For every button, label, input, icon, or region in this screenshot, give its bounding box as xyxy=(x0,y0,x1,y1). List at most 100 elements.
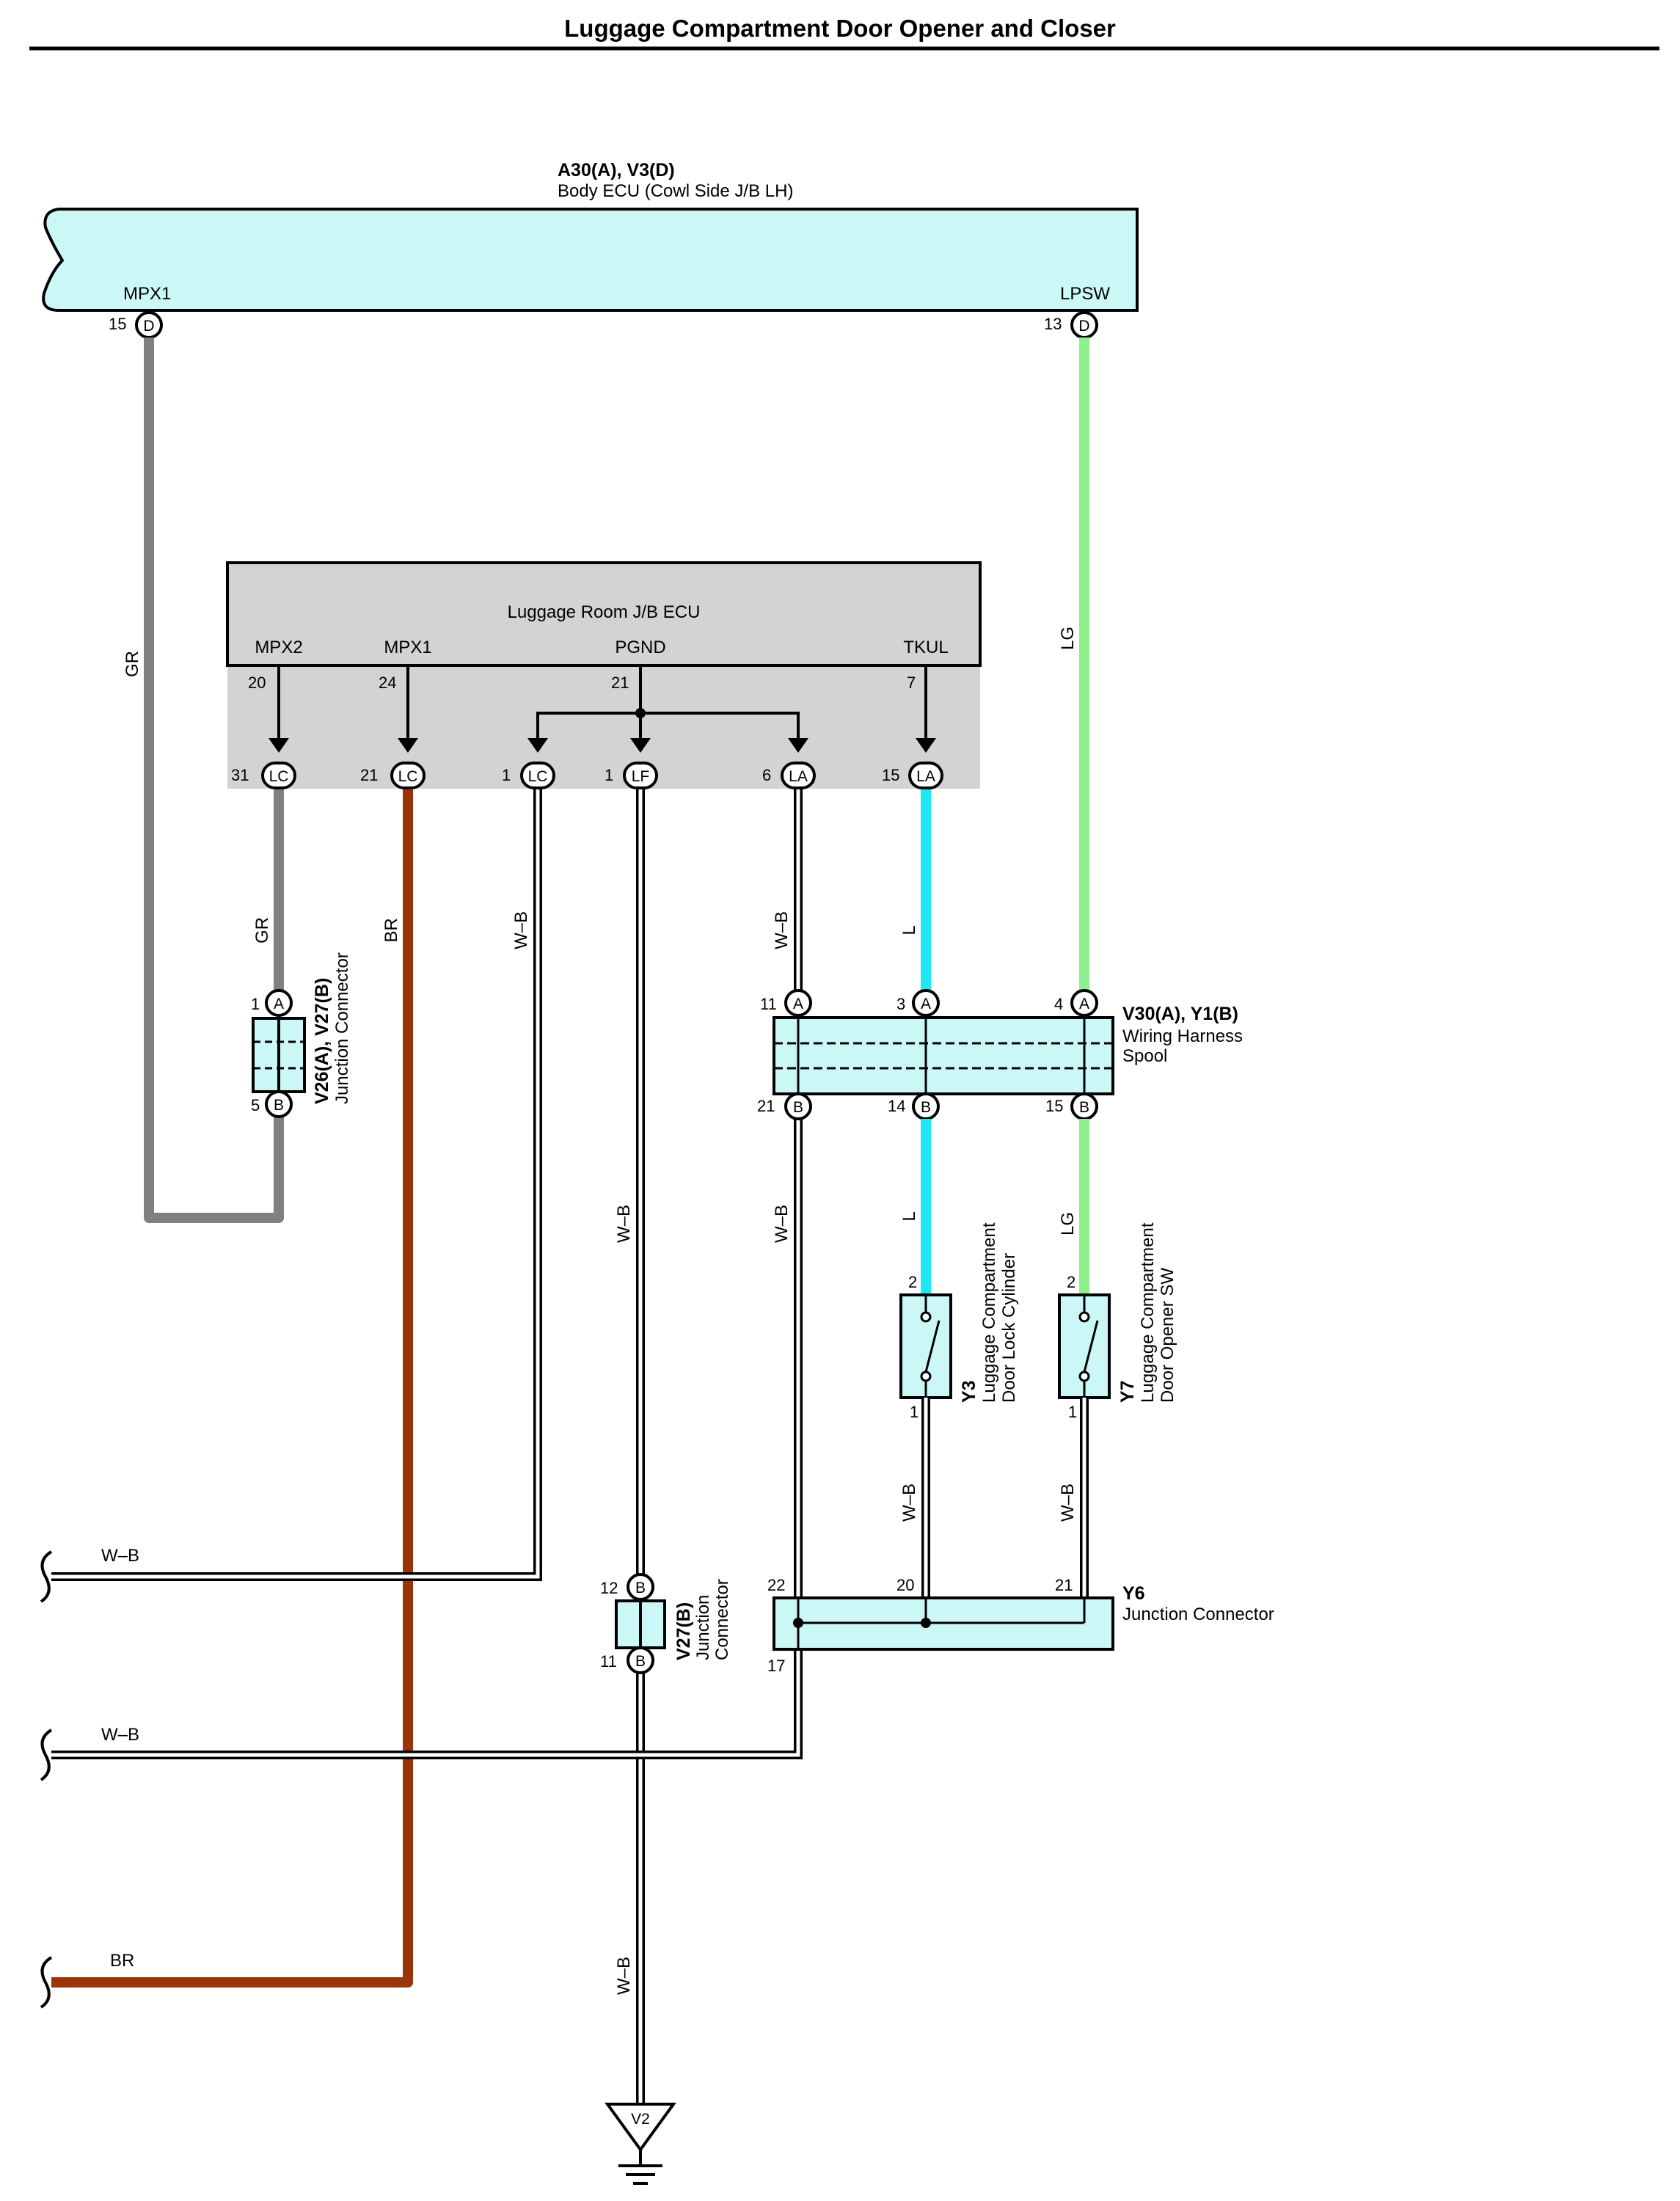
luggage-ecu-terminal-mpx2: MPX2 xyxy=(255,638,302,657)
body-ecu-name: Body ECU (Cowl Side J/B LH) xyxy=(558,181,793,201)
break-mark-wb-1 xyxy=(40,1550,53,1603)
spool-conn-b-3: B xyxy=(1079,1099,1089,1116)
spool-conn-a-1: A xyxy=(793,996,803,1012)
wire-label-wb-8: W–B xyxy=(899,1483,919,1522)
y6-dot-2 xyxy=(921,1618,931,1628)
luggage-ecu-pin-21: 21 xyxy=(611,674,629,692)
spool-conn-a-2: A xyxy=(921,996,931,1012)
y6-pin-20: 20 xyxy=(896,1576,914,1594)
v27-code: V27(B) xyxy=(673,1602,694,1660)
wire-label-wb-7: W–B xyxy=(101,1725,139,1745)
spool-internal xyxy=(774,1015,1113,1094)
y6-dot-1 xyxy=(793,1618,803,1628)
y3-switch-symbol xyxy=(920,1295,941,1398)
v26-connector-a-tag: A xyxy=(274,996,284,1012)
luggage-ecu-box xyxy=(226,561,982,667)
connector-lf-1 xyxy=(623,762,658,789)
la-pin-15: 15 xyxy=(882,766,899,784)
v26-connector-b-tag: B xyxy=(274,1097,284,1114)
connector-d-1-label: D xyxy=(143,318,154,335)
body-ecu-terminal-mpx1: MPX1 xyxy=(123,284,171,304)
v26-name: Junction Connector xyxy=(332,952,352,1104)
wire-label-wb-5: W–B xyxy=(772,911,792,949)
body-ecu-pin-13: 13 xyxy=(1044,315,1062,333)
spool-box xyxy=(773,1016,1114,1095)
y7-name-1: Luggage Compartment xyxy=(1138,1222,1158,1403)
wire-br-mpx1 xyxy=(51,789,413,1988)
wire-label-wb-6: W–B xyxy=(772,1205,792,1243)
body-ecu-code: A30(A), V3(D) xyxy=(558,160,675,180)
break-mark-wb-2 xyxy=(40,1729,53,1781)
spool-pin-15: 15 xyxy=(1045,1097,1063,1115)
y7-pin-2: 2 xyxy=(1067,1273,1075,1291)
spool-top-pins: 11 A 3 A 4 A xyxy=(760,989,1098,1017)
spool-pin-11: 11 xyxy=(760,995,777,1013)
luggage-ecu-pin-7: 7 xyxy=(907,674,916,692)
luggage-ecu-terminal-pgnd: PGND xyxy=(615,638,665,657)
wire-label-l-1: L xyxy=(899,925,919,935)
spool-conn-b-2: B xyxy=(921,1099,931,1116)
connector-lc-21-tag: LC xyxy=(398,768,418,785)
y7-switch-symbol xyxy=(1078,1295,1099,1398)
v27-pin-11: 11 xyxy=(600,1652,617,1671)
v27-connector-top-tag: B xyxy=(635,1580,646,1596)
wire-label-lg-2: LG xyxy=(1058,1212,1078,1235)
v27-connector-bottom xyxy=(627,1646,654,1674)
connector-lc-1-tag: LC xyxy=(528,768,548,785)
la-pin-6: 6 xyxy=(762,766,771,784)
y3-code: Y3 xyxy=(959,1380,979,1403)
spool-pin-4: 4 xyxy=(1054,995,1063,1013)
spool-conn-a-3: A xyxy=(1079,996,1089,1012)
y3-name-2: Door Lock Cylinder xyxy=(999,1253,1019,1403)
luggage-ecu-arrows xyxy=(269,738,936,753)
wire-label-wb-1: W–B xyxy=(511,911,531,949)
y7-code: Y7 xyxy=(1117,1380,1138,1403)
y6-pin-17: 17 xyxy=(767,1657,785,1675)
wire-label-wb-9: W–B xyxy=(1058,1483,1078,1522)
luggage-ecu-shade xyxy=(227,665,980,789)
wire-label-wb-2: W–B xyxy=(101,1546,139,1566)
wire-label-br-1: BR xyxy=(381,918,401,942)
break-mark-br xyxy=(40,1956,53,2009)
y6-pin-22: 22 xyxy=(767,1576,785,1594)
y7-name-2: Door Opener SW xyxy=(1158,1268,1177,1403)
body-ecu-pin-15: 15 xyxy=(109,315,126,333)
v26-code: V26(A), V27(B) xyxy=(312,978,332,1104)
connector-la-6 xyxy=(781,762,816,789)
connector-lc-31-tag: LC xyxy=(269,768,289,785)
y6-pin-21: 21 xyxy=(1055,1576,1073,1594)
v27-name-1: Junction xyxy=(693,1595,713,1660)
lc-pin-31: 31 xyxy=(231,766,249,784)
connector-la-15-tag: LA xyxy=(916,768,935,785)
spool-name-2: Spool xyxy=(1122,1046,1167,1066)
lc-pin-1: 1 xyxy=(502,766,511,784)
spool-code: V30(A), Y1(B) xyxy=(1122,1004,1238,1024)
wire-label-gr-1: GR xyxy=(123,651,142,677)
y6-code: Y6 xyxy=(1122,1583,1145,1604)
luggage-ecu-terminal-tkul: TKUL xyxy=(903,638,948,657)
v27-name-2: Connector xyxy=(712,1579,732,1660)
connector-d-2-label: D xyxy=(1078,318,1089,335)
body-ecu-box xyxy=(42,208,1139,312)
y3-name-1: Luggage Compartment xyxy=(979,1222,999,1403)
connector-la-15 xyxy=(908,762,943,789)
ground-label: V2 xyxy=(631,2111,650,2128)
v26-pin-5: 5 xyxy=(251,1096,260,1114)
spool-name-1: Wiring Harness xyxy=(1122,1026,1243,1046)
y3-pin-1: 1 xyxy=(910,1403,918,1421)
y7-pin-1: 1 xyxy=(1068,1403,1077,1421)
wire-label-lg-1: LG xyxy=(1058,627,1078,650)
body-ecu-terminal-lpsw: LPSW xyxy=(1060,284,1110,304)
luggage-ecu-pin-24: 24 xyxy=(379,674,396,692)
wire-label-wb-4: W–B xyxy=(614,1957,634,1995)
wire-label-wb-3: W–B xyxy=(614,1205,634,1243)
wire-label-gr-2: GR xyxy=(252,917,272,943)
wire-label-l-2: L xyxy=(899,1211,919,1221)
wire-wb-switches xyxy=(921,1398,1089,1598)
v27-connector-bottom-tag: B xyxy=(635,1653,646,1670)
y3-pin-2: 2 xyxy=(908,1273,917,1291)
wire-wb-la6 xyxy=(51,789,803,1759)
luggage-ecu-connectors: 31 LC 21 LC 1 LC 1 LF 6 LA 15 LA xyxy=(231,762,943,789)
connector-la-6-tag: LA xyxy=(789,768,808,785)
